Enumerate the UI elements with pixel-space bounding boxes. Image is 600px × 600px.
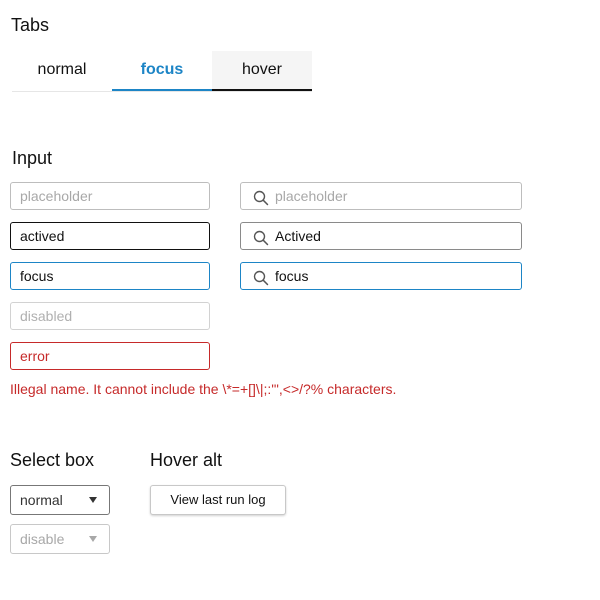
tab-focus[interactable]: focus [112,51,212,91]
search-input-actived-text: Actived [275,228,321,244]
tab-bar: normal focus hover [12,51,312,92]
tab-hover[interactable]: hover [212,51,312,91]
disabled-input: disabled [10,302,210,330]
select-normal-value: normal [20,492,63,508]
placeholder-input[interactable]: placeholder [10,182,210,210]
search-input-placeholder[interactable]: placeholder [240,182,522,210]
chevron-down-icon [89,497,97,503]
tabs-section-title: Tabs [11,15,50,35]
select-normal[interactable]: normal [10,485,110,515]
actived-input[interactable]: actived [10,222,210,250]
select-section-title: Select box [10,450,95,470]
select-disabled: disable [10,524,110,554]
search-icon [253,228,269,246]
error-input[interactable]: error [10,342,210,370]
input-section-title: Input [12,148,53,168]
search-input-focus[interactable]: focus [240,262,522,290]
tab-normal[interactable]: normal [12,51,112,91]
focus-input[interactable]: focus [10,262,210,290]
error-message: Illegal name. It cannot include the \*=+… [10,381,397,397]
search-input-placeholder-text: placeholder [275,188,348,204]
search-icon [253,268,269,286]
select-disabled-value: disable [20,531,65,547]
search-input-focus-text: focus [275,268,309,284]
search-input-actived[interactable]: Actived [240,222,522,250]
chevron-down-icon [89,536,97,542]
search-icon [253,188,269,206]
view-last-run-log-button[interactable]: View last run log [150,485,286,515]
hover-alt-section-title: Hover alt [150,450,223,470]
